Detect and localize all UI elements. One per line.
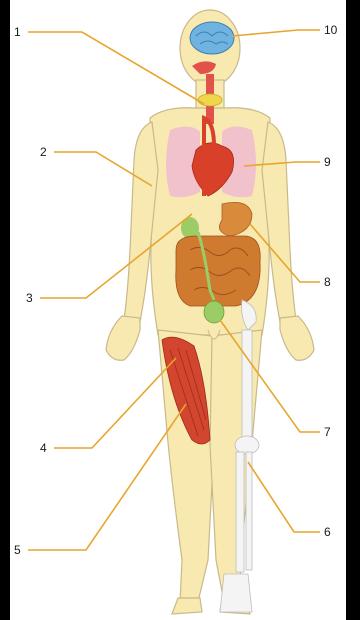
label-7: 7 [324,426,331,438]
label-4: 4 [40,442,47,454]
label-2: 2 [40,146,47,158]
label-5: 5 [14,544,21,556]
bladder [204,301,224,323]
intestines [176,236,260,306]
label-9: 9 [324,156,331,168]
leader-6 [248,462,320,532]
label-1: 1 [14,26,21,38]
label-6: 6 [324,526,331,538]
brain [190,22,234,54]
leader-1 [28,32,204,104]
label-10: 10 [324,24,337,36]
label-8: 8 [324,276,331,288]
label-3: 3 [26,292,33,304]
leader-4 [54,358,176,448]
thyroid [198,94,222,106]
leader-10 [232,30,320,36]
leader-5 [28,404,186,550]
